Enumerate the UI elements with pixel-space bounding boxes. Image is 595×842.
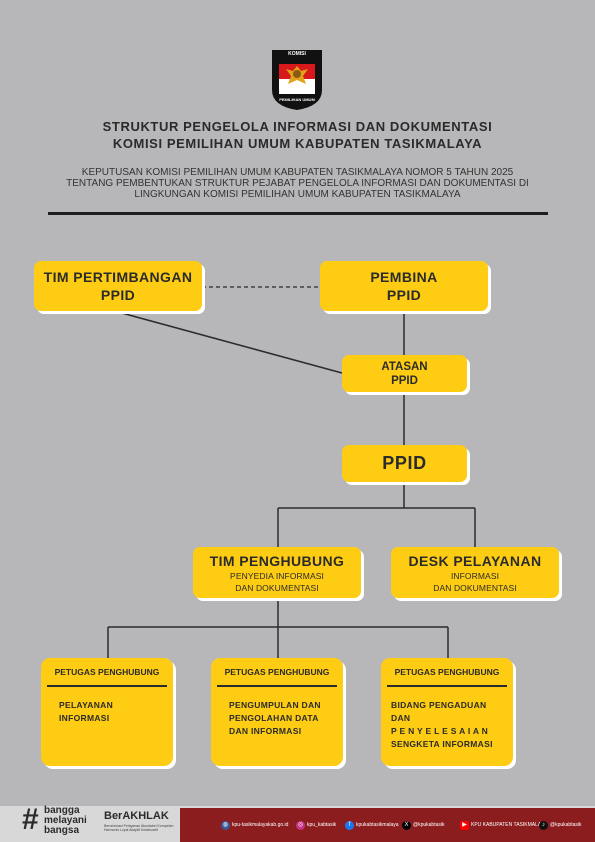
social-tiktok[interactable]: ♪ @kpukabtasik bbox=[539, 818, 581, 832]
petugas-card-body: BIDANG PENGADUAN DAN P E N Y E L E S A I… bbox=[381, 687, 513, 751]
bangga-line1: bangga bbox=[44, 805, 80, 816]
facebook-icon: f bbox=[345, 820, 354, 830]
logo-bottom-text: PEMILIHAN UMUM bbox=[279, 97, 315, 102]
petugas-card-header: PETUGAS PENGHUBUNG bbox=[387, 658, 507, 687]
decree-line3: LINGKUNGAN KOMISI PEMILIHAN UMUM KABUPAT… bbox=[134, 189, 461, 200]
social-website[interactable]: ◍ kpu-tasikmalayakab.go.id bbox=[221, 818, 288, 832]
petugas-card-1: PETUGAS PENGHUBUNG PELAYANAN INFORMASI bbox=[41, 658, 173, 766]
pembina-box: PEMBINA PPID bbox=[320, 261, 488, 311]
social-label: kpu_kabtasik bbox=[307, 822, 337, 828]
desk-pelayanan-box: DESK PELAYANAN INFORMASI DAN DOKUMENTASI bbox=[391, 547, 559, 598]
logo-top-text: KOMISI bbox=[288, 51, 306, 57]
bangga-line3: bangsa bbox=[44, 825, 80, 836]
tim-penghubung-box: TIM PENGHUBUNG PENYEDIA INFORMASI DAN DO… bbox=[193, 547, 361, 598]
pembina-subtitle: PPID bbox=[386, 287, 422, 303]
youtube-icon: ▶ bbox=[460, 820, 469, 830]
desk-pelayanan-sub2: DAN DOKUMENTASI bbox=[433, 582, 517, 593]
tiktok-icon: ♪ bbox=[539, 820, 548, 830]
petugas-card-line: BIDANG PENGADUAN DAN bbox=[391, 700, 487, 723]
social-label: KPU KABUPATEN TASIKMALAYA bbox=[471, 822, 548, 828]
x-icon: X bbox=[402, 820, 411, 830]
social-facebook[interactable]: f kpukabtasikmalaya bbox=[345, 818, 399, 832]
pembina-title: PEMBINA bbox=[370, 269, 438, 285]
social-label: kpukabtasikmalaya bbox=[356, 822, 399, 828]
atasan-box: ATASAN PPID bbox=[342, 355, 467, 392]
page-title-line1: STRUKTUR PENGELOLA INFORMASI DAN DOKUMEN… bbox=[102, 119, 493, 134]
bangga-line2: melayani bbox=[44, 815, 87, 826]
petugas-card-header: PETUGAS PENGHUBUNG bbox=[217, 658, 337, 687]
berakhlak-logo: BerAKHLAK bbox=[104, 810, 169, 822]
petugas-card-line: PENGUMPULAN DAN bbox=[229, 700, 321, 710]
petugas-card-body: PELAYANAN INFORMASI bbox=[41, 687, 173, 725]
social-youtube[interactable]: ▶ KPU KABUPATEN TASIKMALAYA bbox=[460, 818, 547, 832]
social-label: @kpukabtasik bbox=[413, 822, 445, 828]
kpu-logo: KOMISI PEMILIHAN UMUM bbox=[268, 46, 326, 112]
petugas-card-line: SENGKETA INFORMASI bbox=[391, 739, 493, 749]
tim-pertimbangan-box: TIM PERTIMBANGAN PPID bbox=[34, 261, 202, 311]
social-x[interactable]: X @kpukabtasik bbox=[402, 818, 444, 832]
globe-icon: ◍ bbox=[221, 820, 230, 830]
instagram-icon: ◎ bbox=[296, 820, 305, 830]
petugas-card-3: PETUGAS PENGHUBUNG BIDANG PENGADUAN DAN … bbox=[381, 658, 513, 766]
petugas-card-line: DAN INFORMASI bbox=[229, 726, 302, 736]
header-divider bbox=[48, 212, 548, 215]
desk-pelayanan-sub1: INFORMASI bbox=[450, 570, 500, 581]
petugas-card-line: P E N Y E L E S A I A N bbox=[391, 726, 489, 736]
social-instagram[interactable]: ◎ kpu_kabtasik bbox=[296, 818, 336, 832]
ppid-box: PPID bbox=[342, 445, 467, 482]
tim-pertimbangan-title: TIM PERTIMBANGAN bbox=[43, 269, 193, 285]
petugas-card-2: PETUGAS PENGHUBUNG PENGUMPULAN DAN PENGO… bbox=[211, 658, 343, 766]
tim-penghubung-title: TIM PENGHUBUNG bbox=[209, 552, 345, 569]
atasan-subtitle: PPID bbox=[391, 374, 418, 387]
tim-penghubung-sub1: PENYEDIA INFORMASI bbox=[230, 570, 324, 581]
tim-penghubung-sub2: DAN DOKUMENTASI bbox=[235, 582, 319, 593]
petugas-card-line: PENGOLAHAN DATA bbox=[229, 713, 319, 723]
petugas-card-body: PENGUMPULAN DAN PENGOLAHAN DATA DAN INFO… bbox=[211, 687, 343, 738]
social-label: @kpukabtasik bbox=[550, 822, 582, 828]
petugas-card-header: PETUGAS PENGHUBUNG bbox=[47, 658, 167, 687]
page-title-line2: KOMISI PEMILIHAN UMUM KABUPATEN TASIKMAL… bbox=[112, 136, 483, 151]
berakhlak-tagline: Berorientasi Pelayanan Akuntabel Kompete… bbox=[104, 824, 174, 832]
bangga-melayani-bangsa-logo: bangga melayani bangsa bbox=[44, 806, 87, 836]
desk-pelayanan-title: DESK PELAYANAN bbox=[408, 552, 542, 569]
decree-line1: KEPUTUSAN KOMISI PEMILIHAN UMUM KABUPATE… bbox=[81, 167, 514, 178]
footer-social-bar bbox=[180, 808, 595, 842]
tim-pertimbangan-subtitle: PPID bbox=[100, 287, 136, 303]
bangga-hash: # bbox=[22, 803, 39, 836]
ppid-title: PPID bbox=[382, 453, 427, 473]
petugas-card-line: PELAYANAN INFORMASI bbox=[59, 700, 114, 723]
decree-line2: TENTANG PEMBENTUKAN STRUKTUR PEJABAT PEN… bbox=[66, 178, 529, 189]
atasan-title: ATASAN bbox=[381, 360, 428, 373]
social-label: kpu-tasikmalayakab.go.id bbox=[232, 822, 289, 828]
